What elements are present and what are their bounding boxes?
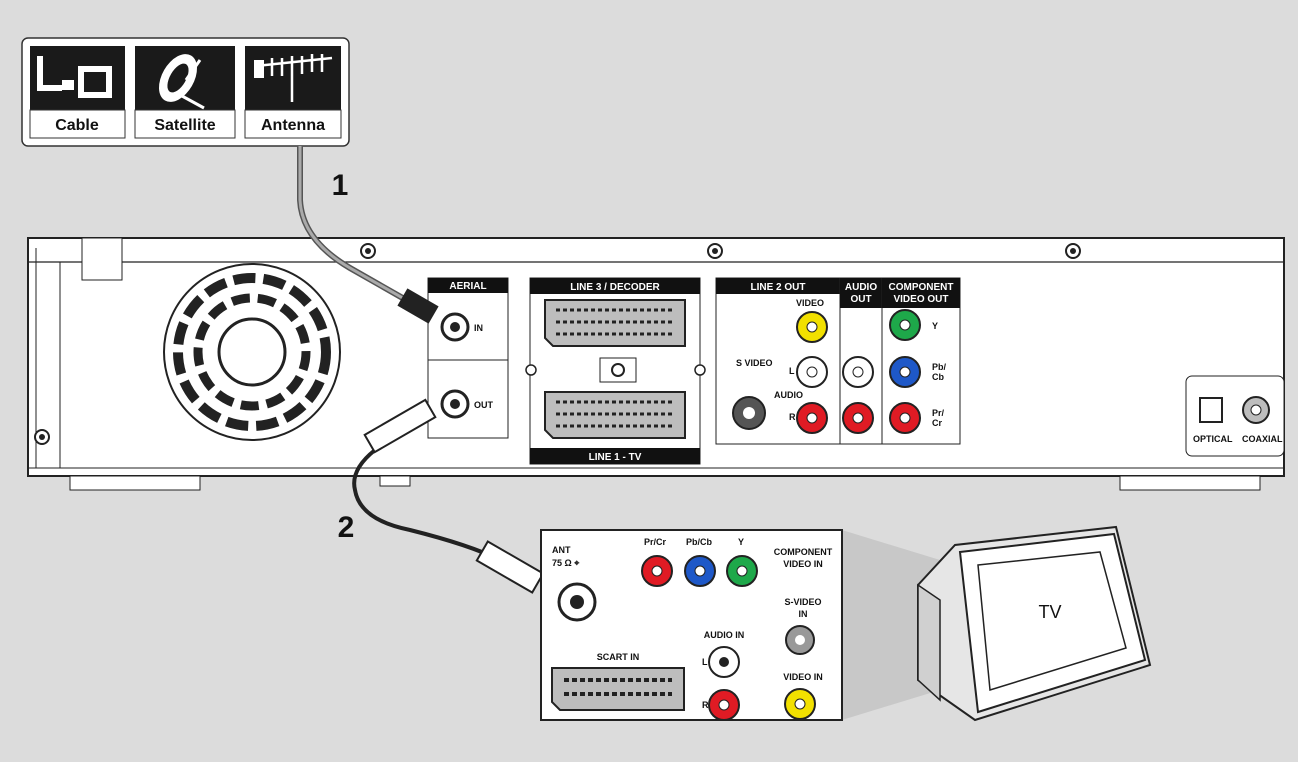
cable-icon: [37, 56, 112, 98]
component-pb-label-1: Pb/: [932, 362, 947, 372]
tv-component-pb-jack-blue[interactable]: [684, 555, 716, 587]
s-video-out-port[interactable]: [732, 396, 766, 430]
aerial-out-jack[interactable]: [440, 389, 470, 419]
tv-component-label-1: COMPONENT: [774, 547, 833, 557]
aerial-out-label: OUT: [474, 400, 494, 410]
tv-back-panel: ANT 75 Ω ⌖ Pr/Cr Pb/Cb Y COMPONENT VIDEO…: [540, 529, 940, 721]
audio-out-header-1: AUDIO: [845, 282, 877, 293]
audio-l-label: L: [789, 366, 795, 376]
satellite-source: Satellite: [134, 46, 236, 139]
screw-icon: [34, 429, 50, 445]
coaxial-plug-icon: [475, 540, 545, 594]
component-out-header-1: COMPONENT: [889, 282, 954, 293]
tv-audio-r-jack-red[interactable]: [708, 689, 740, 721]
component-y-label: Y: [932, 321, 938, 331]
cable-label: Cable: [55, 117, 99, 134]
component-pr-label-2: Cr: [932, 418, 942, 428]
tv-video-in-jack-yellow[interactable]: [784, 688, 816, 720]
aerial-section: AERIAL IN OUT: [427, 277, 509, 439]
tv-audio-l-label: L: [702, 657, 708, 667]
line1-tv-header: LINE 1 - TV: [589, 452, 642, 463]
digital-audio-out-section: OPTICAL COAXIAL: [1185, 375, 1285, 457]
antenna-label: Antenna: [261, 117, 325, 134]
component-video-out-section: COMPONENT VIDEO OUT Y Pb/ Cb Pr/ Cr: [881, 277, 961, 445]
aerial-header: AERIAL: [449, 281, 486, 292]
tv-pr-label: Pr/Cr: [644, 537, 667, 547]
tv-pb-label: Pb/Cb: [686, 537, 713, 547]
cable-2-coaxial: [352, 398, 545, 594]
cable-source: Cable: [29, 46, 126, 139]
audio-out-l-jack-white[interactable]: [842, 356, 874, 388]
screw-icon: [360, 243, 376, 259]
component-out-header-2: VIDEO OUT: [893, 294, 948, 305]
satellite-dish-icon: [159, 54, 205, 110]
audio-r-out-jack-red[interactable]: [796, 402, 828, 434]
tv-component-y-jack-green[interactable]: [726, 555, 758, 587]
component-pb-out-jack-blue[interactable]: [889, 356, 921, 388]
tv-y-label: Y: [738, 537, 744, 547]
optical-out-port[interactable]: [1199, 397, 1223, 423]
component-pb-label-2: Cb: [932, 372, 944, 382]
scart-section: LINE 3 / DECODER LINE 1 - TV: [525, 277, 706, 465]
coaxial-plug-icon: [397, 288, 439, 324]
component-pr-label-1: Pr/: [932, 408, 945, 418]
tv-component-label-2: VIDEO IN: [783, 559, 823, 569]
cooling-fan-icon: [163, 263, 341, 441]
audio-l-out-jack-white[interactable]: [796, 356, 828, 388]
audio-out-header-2: OUT: [850, 294, 871, 305]
tv-video-in-label: VIDEO IN: [783, 672, 823, 682]
line3-decoder-header: LINE 3 / DECODER: [570, 282, 660, 293]
tv-audio-l-jack-white[interactable]: [708, 646, 740, 678]
component-pr-out-jack-red[interactable]: [889, 402, 921, 434]
coaxial-label: COAXIAL: [1242, 434, 1283, 444]
tv-ant-label-1: ANT: [552, 545, 571, 555]
tv-scart-input-port[interactable]: [551, 667, 685, 711]
screw-icon: [707, 243, 723, 259]
satellite-label: Satellite: [154, 117, 215, 134]
tv-audio-in-label: AUDIO IN: [704, 630, 745, 640]
tv-component-pr-jack-red[interactable]: [641, 555, 673, 587]
component-y-out-jack-green[interactable]: [889, 309, 921, 341]
recorder-back-panel: AERIAL IN OUT LINE 3 / DECODER: [27, 237, 1285, 491]
signal-source-box: Cable Satellite Antenna: [21, 37, 350, 147]
screw-icon: [1065, 243, 1081, 259]
aerial-in-label: IN: [474, 323, 483, 333]
line2-out-section: LINE 2 OUT VIDEO S VIDEO L AUDIO R: [715, 277, 841, 445]
tv-audio-r-label: R: [702, 700, 709, 710]
tv-svideo-label-2: IN: [799, 609, 808, 619]
tv-ant-label-2: 75 Ω ⌖: [552, 558, 580, 568]
coaxial-plug-icon: [363, 398, 437, 454]
audio-r-label: R: [789, 412, 796, 422]
antenna-icon: [254, 54, 333, 102]
scart-line3-port[interactable]: [544, 299, 686, 347]
cable-1-coaxial: [297, 146, 439, 324]
tv-label: TV: [1038, 602, 1061, 622]
coaxial-out-port[interactable]: [1242, 396, 1270, 424]
audio-out-section: AUDIO OUT: [839, 277, 883, 445]
tv-svideo-input-port[interactable]: [785, 625, 815, 655]
tv-icon: TV: [917, 525, 1152, 722]
tv-antenna-input-jack[interactable]: [557, 582, 597, 622]
audio-out-r-jack-red[interactable]: [842, 402, 874, 434]
tv-svideo-label-1: S-VIDEO: [784, 597, 821, 607]
video-out-jack-yellow[interactable]: [796, 311, 828, 343]
screw-icon: [611, 363, 625, 377]
s-video-label: S VIDEO: [736, 358, 773, 368]
audio-label: AUDIO: [774, 390, 803, 400]
antenna-source: Antenna: [244, 46, 342, 139]
tv-scart-in-label: SCART IN: [597, 652, 640, 662]
scart-line1-port[interactable]: [544, 391, 686, 439]
video-label: VIDEO: [796, 298, 824, 308]
step-1-number: 1: [332, 169, 349, 202]
line2-out-header: LINE 2 OUT: [750, 282, 805, 293]
aerial-in-jack[interactable]: [440, 312, 470, 342]
step-2-number: 2: [338, 511, 355, 544]
optical-label: OPTICAL: [1193, 434, 1233, 444]
